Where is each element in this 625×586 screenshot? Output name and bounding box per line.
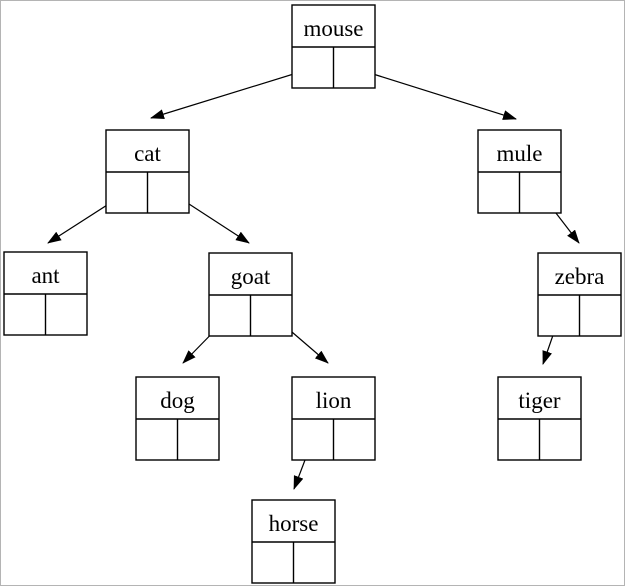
tree-node-mouse: mouse [291,4,376,89]
node-label: tiger [518,388,560,413]
tree-node-zebra: zebra [537,252,622,337]
node-label: mouse [303,16,363,41]
tree-node-mule: mule [477,129,562,214]
node-label: zebra [555,264,605,289]
tree-node-horse: horse [251,499,336,584]
node-label: horse [269,511,319,536]
node-label: goat [231,264,271,289]
node-label: dog [160,388,195,413]
edge-mouse-left-cat [150,67,314,119]
tree-node-goat: goat [208,252,293,337]
node-label: lion [316,388,352,413]
tree-node-ant: ant [3,251,88,336]
tree-node-dog: dog [135,376,220,461]
node-label: mule [497,141,543,166]
nodes-layer: mouse cat mule ant goat zebra dog lion tiger hors… [3,4,622,584]
tree-node-cat: cat [105,129,190,214]
tree-node-tiger: tiger [497,376,582,461]
node-label: ant [31,263,60,288]
tree-node-lion: lion [291,376,376,461]
node-label: cat [134,141,161,166]
edge-mouse-right-mule [353,67,517,120]
